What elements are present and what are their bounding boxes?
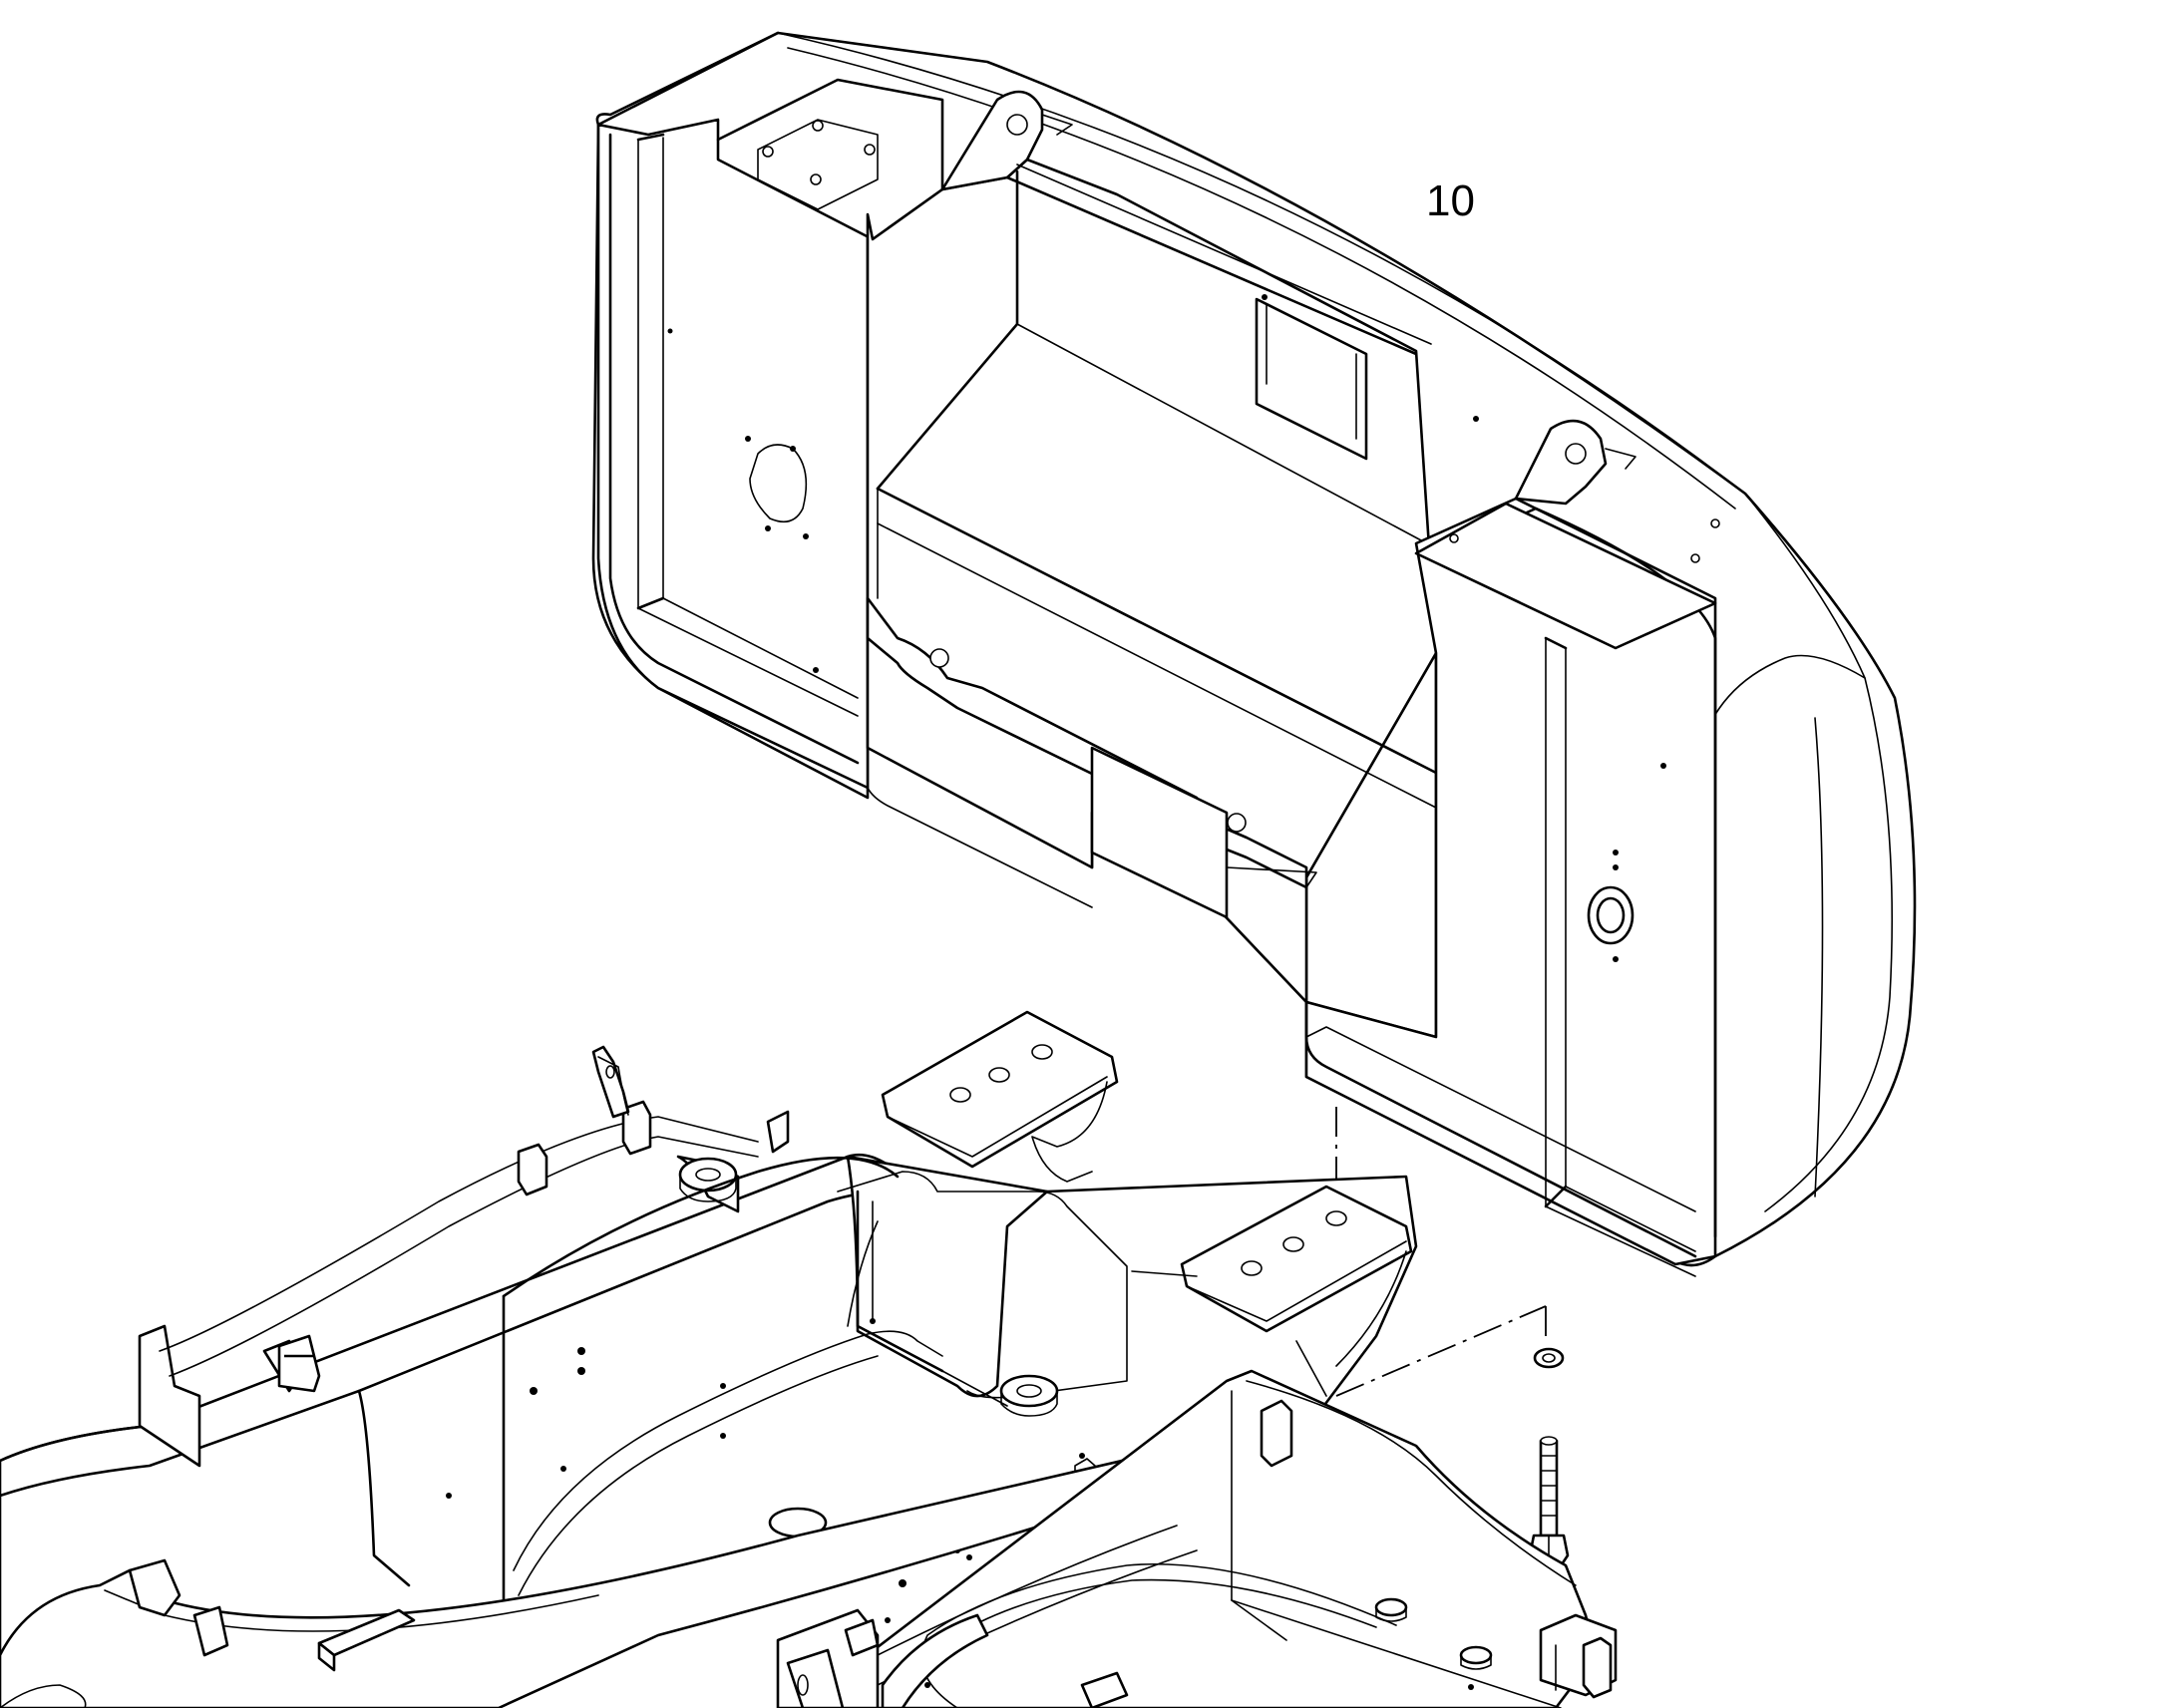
counterweight bbox=[591, 31, 1917, 1277]
callout-label-10: 10 bbox=[1426, 176, 1475, 225]
bolt-and-washer bbox=[1528, 1347, 1570, 1569]
upper-frame bbox=[0, 1010, 1618, 1708]
